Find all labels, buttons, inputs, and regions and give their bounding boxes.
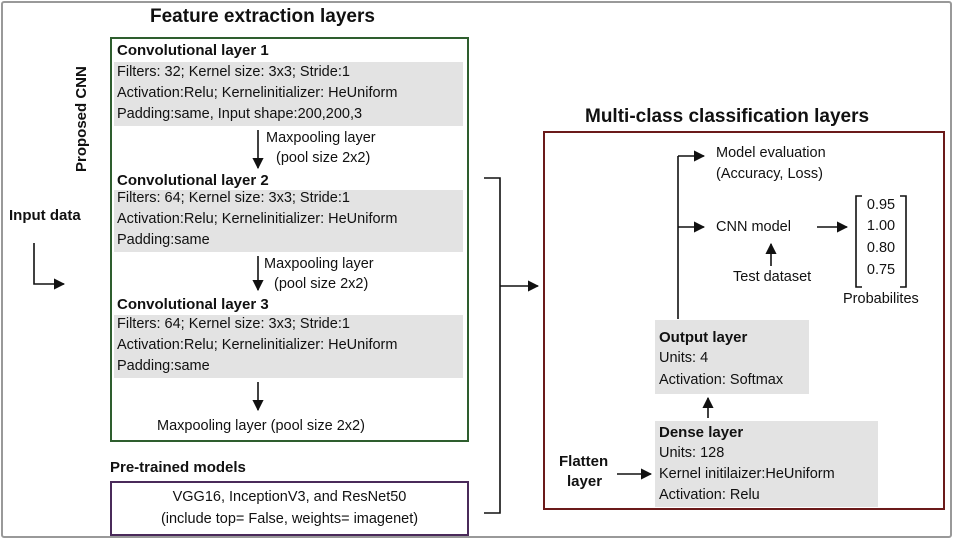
- probability-value: 0.95: [866, 197, 896, 213]
- proposed-cnn-label: Proposed CNN: [73, 66, 90, 172]
- output-layer-title: Output layer: [659, 329, 748, 346]
- probabilities-label: Probabilites: [843, 291, 919, 307]
- dense-layer-line-3: Activation: Relu: [659, 487, 760, 503]
- conv-layer-1-title: Convolutional layer 1: [117, 42, 269, 59]
- output-layer-line-1: Units: 4: [659, 350, 709, 366]
- conv-layer-3-panel: [114, 315, 463, 378]
- conv-layer-1-panel: [114, 62, 463, 126]
- matrix-right-bracket: [900, 195, 907, 288]
- probability-value: 0.75: [866, 262, 896, 278]
- conv-layer-2-line-2: Activation:Relu; Kernelinitializer: HeUn…: [117, 211, 398, 227]
- matrix-left-bracket: [855, 195, 862, 288]
- probability-value: 0.80: [866, 240, 896, 256]
- conv-layer-2-line-1: Filters: 64; Kernel size: 3x3; Stride:1: [117, 190, 350, 206]
- pretrained-box: [110, 481, 469, 536]
- multi-class-title: Multi-class classification layers: [585, 106, 870, 127]
- pool-final-label: Maxpooling layer (pool size 2x2): [157, 418, 365, 434]
- conv-layer-3-line-1: Filters: 64; Kernel size: 3x3; Stride:1: [117, 316, 350, 332]
- flatten-label-line-1: Flatten: [559, 453, 609, 470]
- proposed-cnn-box: [110, 37, 469, 442]
- dense-layer-panel: [655, 421, 878, 507]
- conv-layer-2-line-3: Padding:same: [117, 232, 210, 248]
- merge-bracket: [484, 177, 501, 514]
- flatten-label-line-2: layer: [567, 473, 603, 490]
- pretrained-line-2: (include top= False, weights= imagenet): [160, 511, 419, 527]
- multi-class-box: [543, 131, 945, 510]
- feature-extraction-title: Feature extraction layers: [150, 6, 375, 27]
- pool-2-line-2: (pool size 2x2): [274, 276, 369, 292]
- test-dataset-label: Test dataset: [733, 269, 812, 285]
- probability-value: 1.00: [866, 218, 896, 234]
- conv-layer-1-line-3: Padding:same, Input shape:200,200,3: [117, 106, 363, 122]
- model-evaluation-line-1: Model evaluation: [716, 145, 826, 161]
- conv-layer-2-panel: [114, 190, 463, 252]
- pool-1-line-2: (pool size 2x2): [276, 150, 371, 166]
- conv-layer-2-title: Convolutional layer 2: [117, 172, 269, 189]
- conv-layer-1-line-1: Filters: 32; Kernel size: 3x3; Stride:1: [117, 64, 350, 80]
- output-layer-panel: [655, 320, 809, 394]
- pool-2-line-1: Maxpooling layer: [264, 256, 374, 272]
- output-layer-line-2: Activation: Softmax: [659, 372, 784, 388]
- pretrained-line-1: VGG16, InceptionV3, and ResNet50: [172, 489, 407, 505]
- dense-layer-line-1: Units: 128: [659, 445, 725, 461]
- pool-1-line-1: Maxpooling layer: [266, 130, 376, 146]
- cnn-model-label: CNN model: [716, 219, 791, 235]
- pretrained-title: Pre-trained models: [110, 459, 246, 476]
- conv-layer-3-line-2: Activation:Relu; Kernelinitializer: HeUn…: [117, 337, 398, 353]
- conv-layer-3-line-3: Padding:same: [117, 358, 210, 374]
- conv-layer-1-line-2: Activation:Relu; Kernelinitializer: HeUn…: [117, 85, 398, 101]
- input-arrow: [33, 243, 66, 290]
- input-data-label: Input data: [9, 207, 81, 224]
- conv-layer-3-title: Convolutional layer 3: [117, 296, 269, 313]
- dense-layer-title: Dense layer: [659, 424, 744, 441]
- dense-layer-line-2: Kernel initilaizer:HeUniform: [659, 466, 835, 482]
- model-evaluation-line-2: (Accuracy, Loss): [716, 166, 823, 182]
